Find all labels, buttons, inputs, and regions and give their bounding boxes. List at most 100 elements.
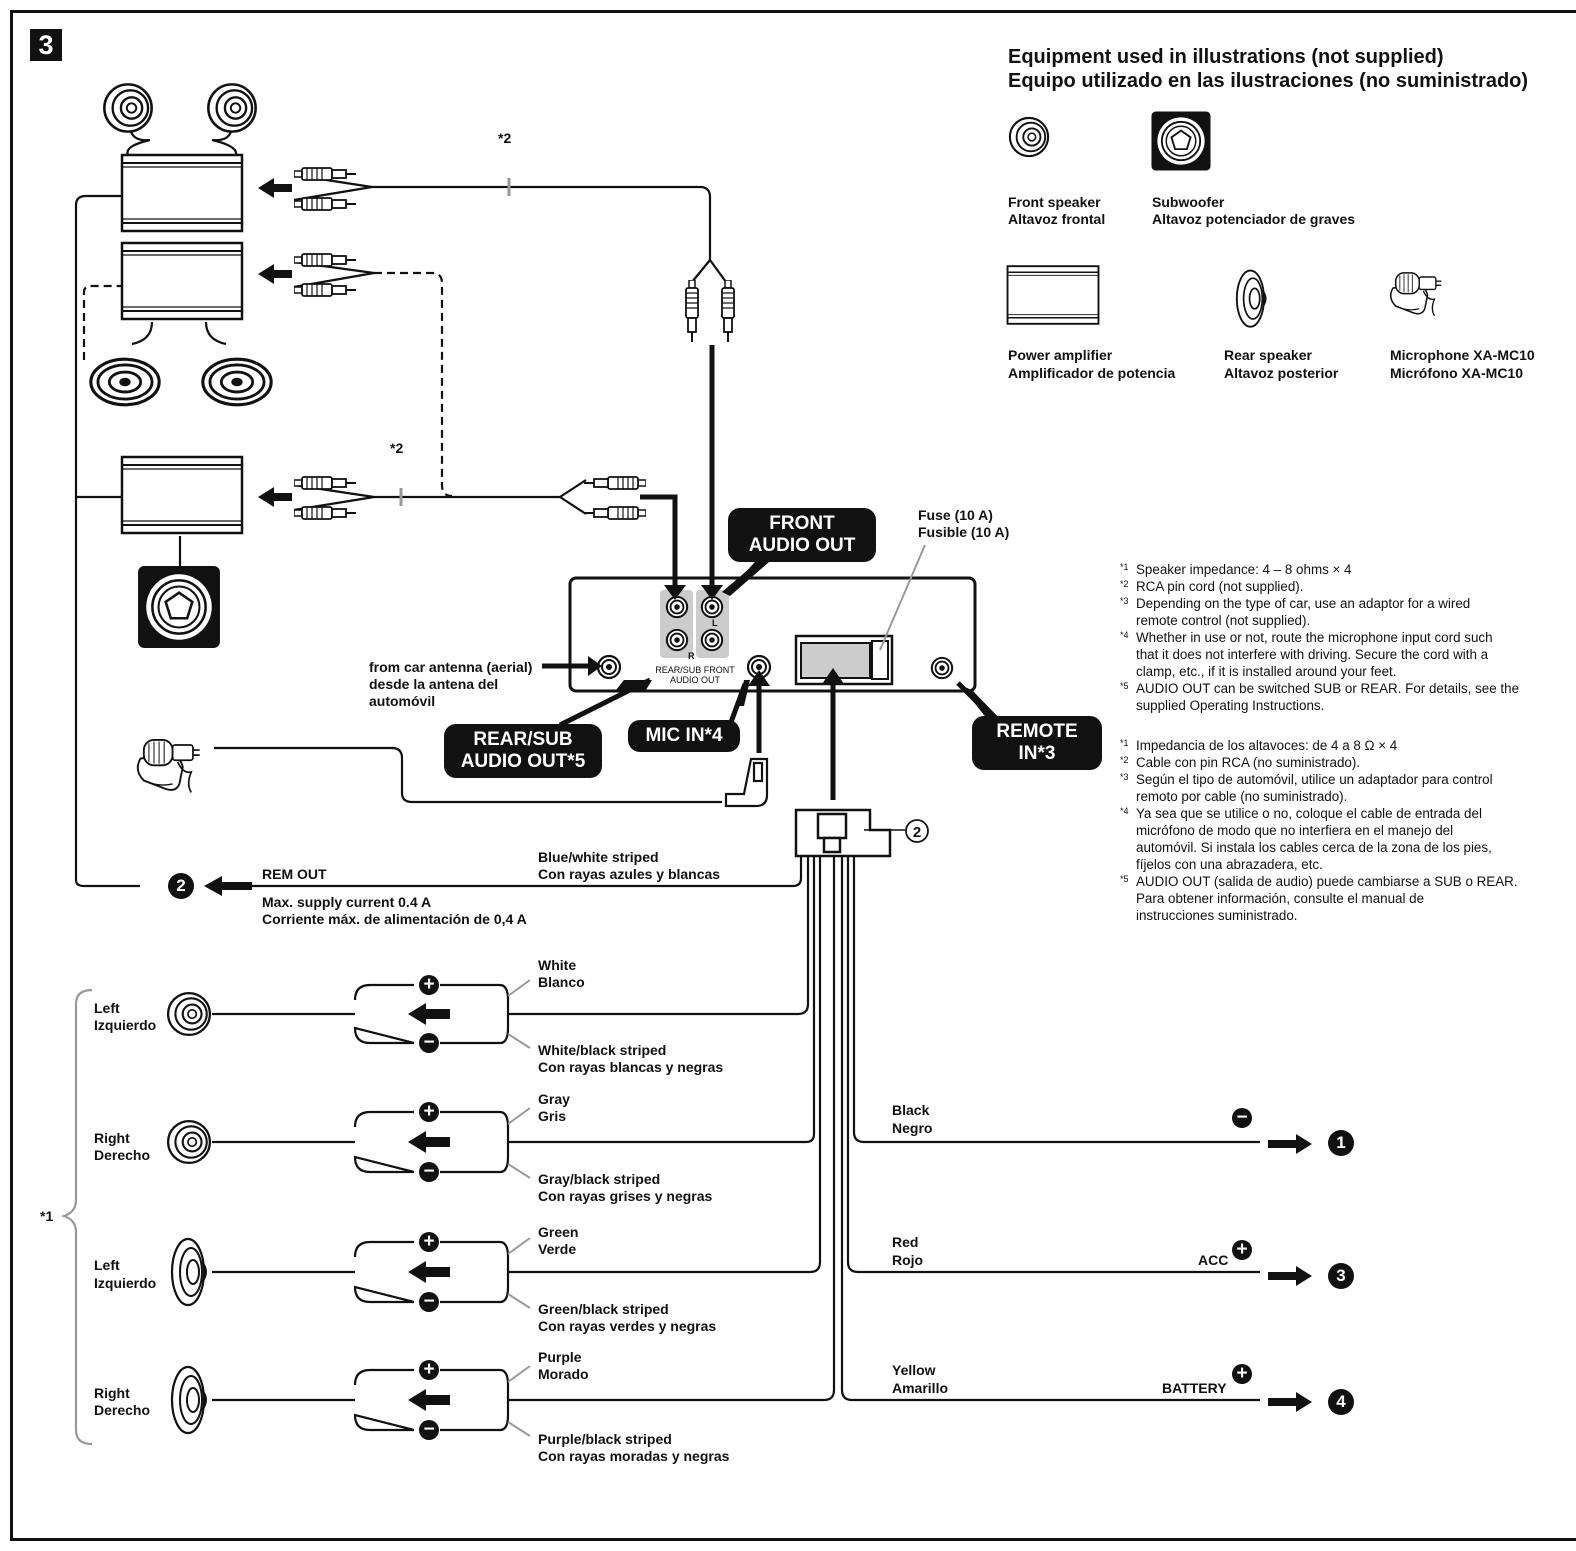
speaker-3-name-es: Izquierdo bbox=[94, 1275, 157, 1291]
speaker-3-minus-wire-es: Con rayas verdes y negras bbox=[538, 1318, 717, 1334]
fuse-label-en: Fuse (10 A) bbox=[918, 507, 993, 523]
speaker-4-minus-icon: − bbox=[419, 1420, 439, 1440]
speaker-2-plus-wire-en: Gray bbox=[538, 1091, 570, 1107]
front-audio-out-label: FRONT AUDIO OUT bbox=[728, 508, 876, 562]
jack-caption-bottom: AUDIO OUT bbox=[669, 675, 720, 685]
connector-number: 2 bbox=[913, 824, 921, 841]
speaker-2-plus-wire-es: Gris bbox=[538, 1108, 567, 1124]
speaker-3-plus-wire-es: Verde bbox=[538, 1241, 577, 1257]
footnote-mark: *3 bbox=[1120, 596, 1129, 606]
footnote-mark: *1 bbox=[1120, 738, 1129, 748]
footnote-mark: *4 bbox=[1120, 630, 1129, 640]
diagram-frame bbox=[10, 10, 1576, 1541]
rem-out-supply-en: Max. supply current 0.4 A bbox=[262, 894, 432, 910]
yellow-wire-label-es: Amarillo bbox=[892, 1380, 949, 1396]
subwoofer-label-es: Altavoz potenciador de graves bbox=[1152, 211, 1356, 227]
red-wire-label-en: Red bbox=[892, 1234, 919, 1250]
footnote-mark: *4 bbox=[1120, 806, 1129, 816]
speaker-3-name-en: Left bbox=[94, 1257, 120, 1273]
equipment-title-en: Equipment used in illustrations (not sup… bbox=[1008, 46, 1444, 68]
jack-caption-top: REAR/SUB FRONT bbox=[655, 665, 735, 675]
speaker-3-minus-icon: − bbox=[419, 1292, 439, 1312]
footnote-line: remote control (not supplied). bbox=[1136, 613, 1311, 628]
speaker-4-plus-wire-en: Purple bbox=[538, 1349, 582, 1365]
yellow-wire-label-en: Yellow bbox=[892, 1362, 936, 1378]
rear-speaker-label-en: Rear speaker bbox=[1224, 347, 1312, 363]
speaker-3-plus-icon: + bbox=[419, 1232, 439, 1252]
red-wire-label-es: Rojo bbox=[892, 1252, 924, 1268]
antenna-label-2: desde la antena del bbox=[369, 676, 499, 692]
speaker-2-name-en: Right bbox=[94, 1130, 130, 1146]
footnote-mark: *5 bbox=[1120, 681, 1129, 691]
speaker-4-minus-wire-en: Purple/black striped bbox=[538, 1431, 672, 1447]
rem-out-supply-es: Corriente máx. de alimentación de 0,4 A bbox=[262, 911, 527, 927]
target-3-marker: 3 bbox=[1328, 1263, 1354, 1289]
target-1-marker: 1 bbox=[1328, 1130, 1354, 1156]
rca-note-upper: *2 bbox=[498, 130, 512, 146]
power-amplifier-label-en: Power amplifier bbox=[1008, 347, 1113, 363]
footnote-line: Cable con pin RCA (no suministrado). bbox=[1136, 755, 1361, 770]
footnote-mark: *3 bbox=[1120, 772, 1129, 782]
battery-terminal-label: BATTERY bbox=[1162, 1380, 1227, 1396]
speaker-1-plus-icon: + bbox=[419, 975, 439, 995]
speaker-2-name-es: Derecho bbox=[94, 1147, 151, 1163]
speaker-1-name-es: Izquierdo bbox=[94, 1017, 157, 1033]
speaker-1-plus-wire-en: White bbox=[538, 957, 577, 973]
power-amplifier-label-es: Amplificador de potencia bbox=[1008, 365, 1176, 381]
speaker-4-plus-icon: + bbox=[419, 1360, 439, 1380]
front-speaker-label-en: Front speaker bbox=[1008, 194, 1101, 210]
speaker-3-minus-wire-en: Green/black striped bbox=[538, 1301, 669, 1317]
acc-terminal-label: ACC bbox=[1198, 1252, 1229, 1268]
microphone-label-en: Microphone XA-MC10 bbox=[1390, 347, 1535, 363]
footnote-line: RCA pin cord (not supplied). bbox=[1136, 579, 1304, 594]
microphone-label-es: Micrófono XA-MC10 bbox=[1390, 365, 1523, 381]
footnote-line: Depending on the type of car, use an ada… bbox=[1136, 596, 1471, 611]
footnote-line: clamp, etc., if it is installed around y… bbox=[1136, 664, 1397, 679]
footnote-line: fíjelos con una abrazadera, etc. bbox=[1136, 857, 1323, 872]
speaker-2-minus-icon: − bbox=[419, 1162, 439, 1182]
speaker-4-plus-wire-es: Morado bbox=[538, 1366, 589, 1382]
speaker-1-plus-wire-es: Blanco bbox=[538, 974, 585, 990]
subwoofer-label-en: Subwoofer bbox=[1152, 194, 1225, 210]
remote-in-label: REMOTE IN*3 bbox=[972, 716, 1102, 770]
footnote-line: Para obtener información, consulte el ma… bbox=[1136, 891, 1425, 906]
footnote-line: micrófono de modo que no interfiera en e… bbox=[1136, 823, 1454, 838]
jack-r-label: R bbox=[688, 651, 695, 661]
black-wire-label-en: Black bbox=[892, 1102, 930, 1118]
step-number: 3 bbox=[30, 29, 62, 61]
footnote-line: instrucciones suministrado. bbox=[1136, 908, 1298, 923]
footnote-mark: *2 bbox=[1120, 579, 1129, 589]
footnote-line: AUDIO OUT can be switched SUB or REAR. F… bbox=[1136, 681, 1520, 696]
fuse-label-es: Fusible (10 A) bbox=[918, 524, 1010, 540]
footnote-line: Impedancia de los altavoces: de 4 a 8 Ω … bbox=[1136, 738, 1398, 753]
speaker-1-minus-wire-es: Con rayas blancas y negras bbox=[538, 1059, 724, 1075]
footnote-mark: *2 bbox=[1120, 755, 1129, 765]
speaker-4-minus-wire-es: Con rayas moradas y negras bbox=[538, 1448, 730, 1464]
footnote-line: automóvil. Si instala los cables cerca d… bbox=[1136, 840, 1492, 855]
jack-l-label: L bbox=[712, 618, 718, 628]
footnote-mark: *5 bbox=[1120, 874, 1129, 884]
acc-plus-icon: + bbox=[1232, 1240, 1252, 1260]
speaker-bracket-note: *1 bbox=[40, 1208, 54, 1224]
rem-out-wire-en: Blue/white striped bbox=[538, 849, 659, 865]
speaker-2-minus-wire-es: Con rayas grises y negras bbox=[538, 1188, 713, 1204]
footnote-line: Ya sea que se utilice o no, coloque el c… bbox=[1136, 806, 1482, 821]
rem-out-label: REM OUT bbox=[262, 866, 327, 882]
rem-out-wire-es: Con rayas azules y blancas bbox=[538, 866, 721, 882]
target-4-marker: 4 bbox=[1328, 1389, 1354, 1415]
speaker-3-plus-wire-en: Green bbox=[538, 1224, 579, 1240]
footnote-line: remoto por cable (no suministrado). bbox=[1136, 789, 1348, 804]
footnote-line: Whether in use or not, route the microph… bbox=[1136, 630, 1493, 645]
footnote-line: supplied Operating Instructions. bbox=[1136, 698, 1325, 713]
speaker-1-minus-icon: − bbox=[419, 1033, 439, 1053]
antenna-label-1: from car antenna (aerial) bbox=[369, 659, 533, 675]
footnote-line: Speaker impedance: 4 – 8 ohms × 4 bbox=[1136, 562, 1352, 577]
speaker-2-plus-icon: + bbox=[419, 1102, 439, 1122]
footnote-line: AUDIO OUT (salida de audio) puede cambia… bbox=[1136, 874, 1518, 889]
mic-in-label: MIC IN*4 bbox=[628, 720, 740, 752]
rear-speaker-label-es: Altavoz posterior bbox=[1224, 365, 1339, 381]
rca-note-lower: *2 bbox=[390, 440, 404, 456]
ground-minus-icon: − bbox=[1232, 1108, 1252, 1128]
footnote-line: that it does not interfere with driving.… bbox=[1136, 647, 1489, 662]
